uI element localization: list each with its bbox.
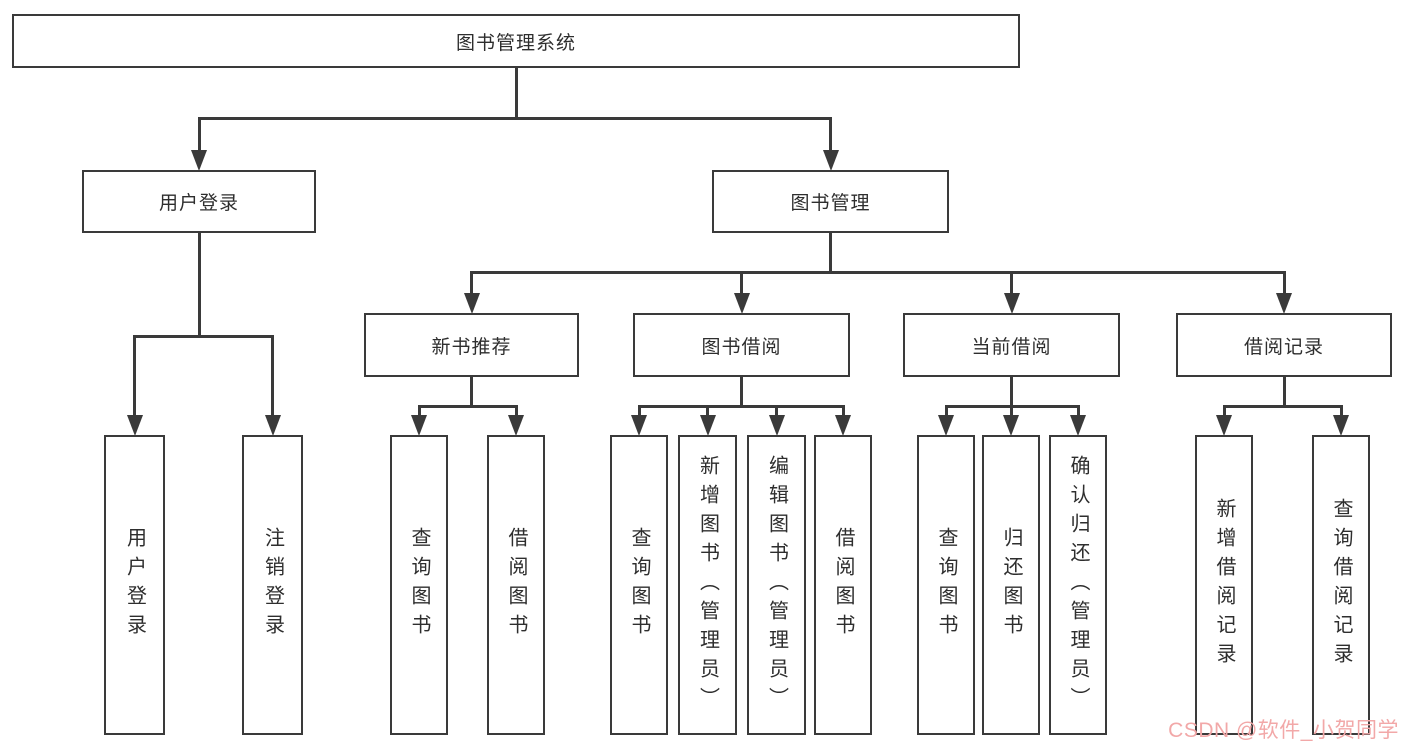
connector-stem-cur-borrow xyxy=(1010,377,1013,406)
node-bb-borrow: 借阅图书 xyxy=(814,435,872,735)
node-borrow-rec: 借阅记录 xyxy=(1176,313,1392,377)
node-label-book-mgmt: 图书管理 xyxy=(790,193,871,214)
node-label-ul-logout: 注销登录 xyxy=(261,527,284,643)
node-label-br-query: 查询借阅记录 xyxy=(1330,498,1352,672)
arrowhead-cur-borrow xyxy=(1003,293,1020,314)
arrowhead-bb-add xyxy=(699,415,716,436)
node-bb-query: 查询图书 xyxy=(610,435,668,735)
node-label-cb-confirm: 确认归还（管理员） xyxy=(1067,454,1089,716)
node-nr-borrow: 借阅图书 xyxy=(487,435,545,735)
node-label-cb-query: 查询图书 xyxy=(935,527,957,643)
connector-stem-book-mgmt xyxy=(829,233,832,272)
arrowhead-bb-edit xyxy=(768,415,785,436)
arrowhead-user-login xyxy=(191,150,207,171)
connector-drop-ul-login xyxy=(133,336,136,417)
node-new-rec: 新书推荐 xyxy=(364,313,579,377)
connector-split-borrow-rec xyxy=(1222,404,1343,408)
node-book-mgmt: 图书管理 xyxy=(712,170,949,233)
arrowhead-cb-return xyxy=(1003,415,1019,436)
connector-drop-new-rec xyxy=(470,272,473,295)
connector-drop-cb-confirm xyxy=(1076,406,1080,417)
node-label-bb-add: 新增图书（管理员） xyxy=(696,454,719,716)
connector-drop-ul-logout xyxy=(271,336,274,417)
node-label-bb-edit: 编辑图书（管理员） xyxy=(765,454,788,716)
arrowhead-bb-query xyxy=(631,415,647,436)
connector-stem-user-login xyxy=(197,233,201,336)
connector-drop-user-login xyxy=(197,118,201,152)
node-cb-confirm: 确认归还（管理员） xyxy=(1049,435,1107,735)
connector-split-new-rec xyxy=(417,404,518,408)
node-bb-add: 新增图书（管理员） xyxy=(678,435,737,735)
arrowhead-cb-query xyxy=(938,415,954,436)
connector-drop-bb-borrow xyxy=(841,406,845,417)
arrowhead-cb-confirm xyxy=(1070,415,1086,436)
node-ul-logout: 注销登录 xyxy=(242,435,303,735)
connector-split-root xyxy=(197,116,832,120)
connector-stem-new-rec xyxy=(470,377,473,406)
arrowhead-ul-login xyxy=(126,415,143,436)
connector-stem-root xyxy=(514,68,518,118)
node-label-cur-borrow: 当前借阅 xyxy=(971,336,1052,358)
node-label-ul-login: 用户登录 xyxy=(123,527,146,643)
node-label-book-borrow: 图书借阅 xyxy=(701,336,782,358)
node-root: 图书管理系统 xyxy=(12,14,1020,68)
node-nr-query: 查询图书 xyxy=(390,435,448,735)
connector-drop-bb-query xyxy=(637,406,641,417)
connector-drop-borrow-rec xyxy=(1282,272,1286,295)
arrowhead-bb-borrow xyxy=(835,415,851,436)
connector-drop-book-borrow xyxy=(740,272,743,295)
connector-drop-cb-return xyxy=(1009,406,1013,417)
connector-drop-bb-edit xyxy=(775,406,778,417)
node-user-login: 用户登录 xyxy=(82,170,316,233)
node-br-query: 查询借阅记录 xyxy=(1312,435,1370,735)
node-cur-borrow: 当前借阅 xyxy=(903,313,1120,377)
node-label-bb-borrow: 借阅图书 xyxy=(832,527,854,643)
node-bb-edit: 编辑图书（管理员） xyxy=(747,435,806,735)
connector-drop-br-query xyxy=(1339,406,1343,417)
connector-split-user-login xyxy=(133,334,274,338)
arrowhead-br-add xyxy=(1216,415,1232,436)
node-cb-return: 归还图书 xyxy=(982,435,1040,735)
connector-stem-book-borrow xyxy=(740,377,743,406)
connector-drop-nr-borrow xyxy=(514,406,518,417)
node-label-br-add: 新增借阅记录 xyxy=(1213,498,1235,672)
node-label-bb-query: 查询图书 xyxy=(628,527,650,643)
node-label-root: 图书管理系统 xyxy=(455,32,576,54)
connector-drop-nr-query xyxy=(417,406,421,417)
arrowhead-ul-logout xyxy=(264,415,281,436)
node-cb-query: 查询图书 xyxy=(917,435,975,735)
connector-drop-cb-query xyxy=(944,406,948,417)
connector-drop-br-add xyxy=(1222,406,1226,417)
arrowhead-borrow-rec xyxy=(1276,293,1292,314)
connector-split-book-mgmt xyxy=(470,270,1286,274)
node-label-borrow-rec: 借阅记录 xyxy=(1243,336,1324,358)
arrowhead-book-borrow xyxy=(733,293,750,314)
connector-stem-borrow-rec xyxy=(1282,377,1286,406)
node-ul-login: 用户登录 xyxy=(104,435,165,735)
watermark: CSDN @软件_小贺同学 xyxy=(1168,719,1399,742)
node-label-cb-return: 归还图书 xyxy=(1000,527,1022,643)
node-br-add: 新增借阅记录 xyxy=(1195,435,1253,735)
connector-drop-cur-borrow xyxy=(1010,272,1013,295)
node-label-nr-query: 查询图书 xyxy=(408,527,430,643)
arrowhead-nr-query xyxy=(411,415,427,436)
node-label-new-rec: 新书推荐 xyxy=(431,336,512,358)
arrowhead-nr-borrow xyxy=(508,415,524,436)
connector-drop-bb-add xyxy=(706,406,709,417)
arrowhead-new-rec xyxy=(463,293,480,314)
arrowhead-book-mgmt xyxy=(822,150,839,171)
node-label-user-login: 用户登录 xyxy=(158,193,239,214)
connector-split-book-borrow xyxy=(637,404,845,408)
arrowhead-br-query xyxy=(1333,415,1349,436)
node-label-nr-borrow: 借阅图书 xyxy=(505,527,527,643)
connector-drop-book-mgmt xyxy=(829,118,832,152)
node-book-borrow: 图书借阅 xyxy=(633,313,850,377)
